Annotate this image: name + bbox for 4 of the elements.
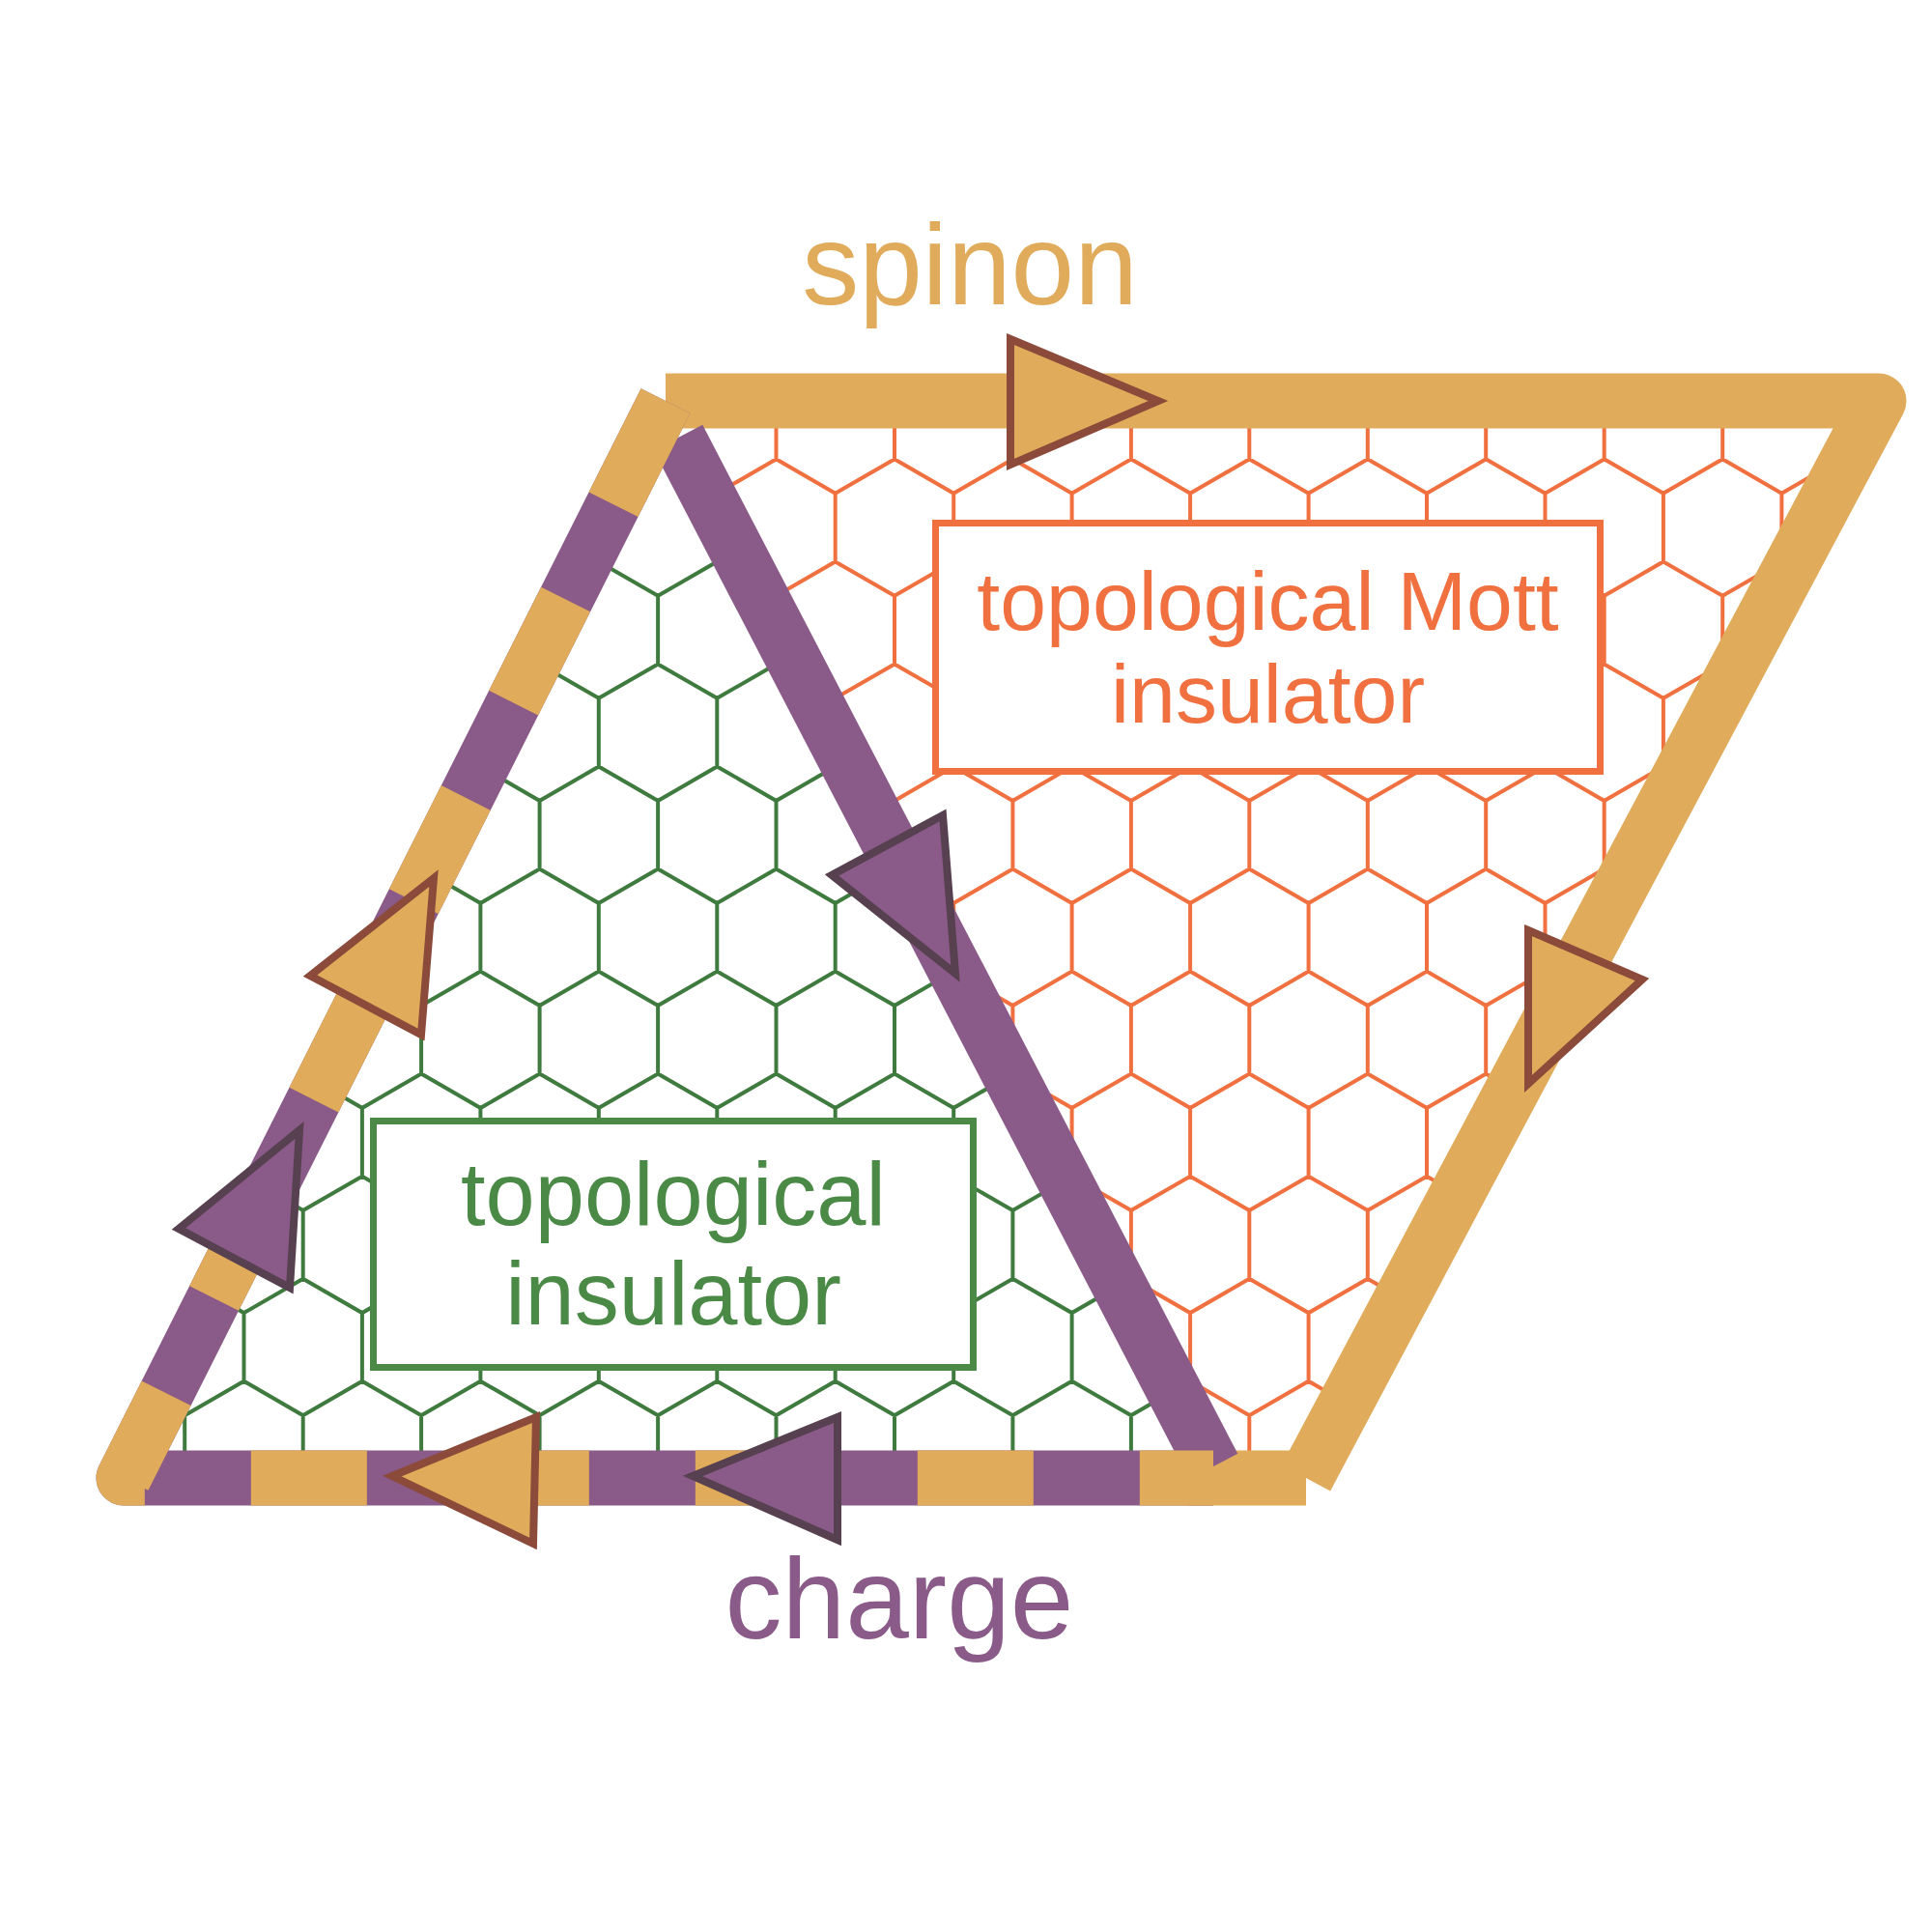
channel-label: charge [724,1534,1074,1664]
channel-label: spinon [802,200,1138,330]
label-box: topological insulator [370,1118,977,1371]
label-box: topological Mott insulator [932,520,1604,775]
